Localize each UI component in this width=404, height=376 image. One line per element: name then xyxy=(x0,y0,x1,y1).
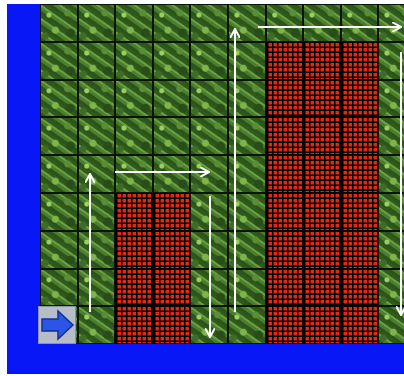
grass-tile xyxy=(40,80,78,118)
wall-tile xyxy=(303,231,341,269)
grass-tile xyxy=(190,117,228,155)
tile-grid xyxy=(40,4,404,344)
grass-tile xyxy=(115,42,153,80)
grass-tile xyxy=(40,4,78,42)
grass-tile xyxy=(78,80,116,118)
grass-tile xyxy=(78,269,116,307)
wall-tile xyxy=(115,193,153,231)
grass-tile xyxy=(78,231,116,269)
grass-tile xyxy=(190,42,228,80)
grass-tile xyxy=(153,42,191,80)
start-marker[interactable] xyxy=(38,306,76,344)
grass-tile xyxy=(78,193,116,231)
grass-tile xyxy=(228,155,266,193)
grass-tile xyxy=(378,193,404,231)
grass-tile xyxy=(303,4,341,42)
grass-tile xyxy=(190,306,228,344)
grass-tile xyxy=(115,4,153,42)
grass-tile xyxy=(378,117,404,155)
grass-tile xyxy=(378,306,404,344)
wall-tile xyxy=(341,269,379,307)
grass-tile xyxy=(378,155,404,193)
grass-tile xyxy=(40,269,78,307)
wall-tile xyxy=(341,306,379,344)
wall-tile xyxy=(341,80,379,118)
wall-tile xyxy=(303,155,341,193)
wall-tile xyxy=(115,306,153,344)
wall-tile xyxy=(115,231,153,269)
board-border-left xyxy=(7,4,40,344)
grass-tile xyxy=(115,117,153,155)
wall-tile xyxy=(303,117,341,155)
grass-tile xyxy=(78,306,116,344)
grass-tile xyxy=(190,269,228,307)
grass-tile xyxy=(190,155,228,193)
wall-tile xyxy=(303,269,341,307)
grass-tile xyxy=(228,269,266,307)
grass-tile xyxy=(378,4,404,42)
grass-tile xyxy=(153,4,191,42)
right-arrow-icon xyxy=(39,307,75,343)
grass-tile xyxy=(378,80,404,118)
wall-tile xyxy=(341,155,379,193)
grass-tile xyxy=(378,269,404,307)
wall-tile xyxy=(303,42,341,80)
grass-tile xyxy=(228,117,266,155)
wall-tile xyxy=(303,193,341,231)
grass-tile xyxy=(153,117,191,155)
grass-tile xyxy=(40,231,78,269)
grass-tile xyxy=(153,155,191,193)
wall-tile xyxy=(266,269,304,307)
board-border-bottom xyxy=(7,344,404,374)
grass-tile xyxy=(78,155,116,193)
wall-tile xyxy=(153,231,191,269)
wall-tile xyxy=(115,269,153,307)
wall-tile xyxy=(303,306,341,344)
wall-tile xyxy=(266,306,304,344)
wall-tile xyxy=(341,231,379,269)
grass-tile xyxy=(190,4,228,42)
grass-tile xyxy=(40,42,78,80)
wall-tile xyxy=(341,42,379,80)
grass-tile xyxy=(341,4,379,42)
grass-tile xyxy=(40,155,78,193)
grass-tile xyxy=(228,306,266,344)
wall-tile xyxy=(266,193,304,231)
wall-tile xyxy=(153,193,191,231)
grass-tile xyxy=(190,193,228,231)
grass-tile xyxy=(40,117,78,155)
grass-tile xyxy=(115,80,153,118)
grass-tile xyxy=(115,155,153,193)
grass-tile xyxy=(78,4,116,42)
wall-tile xyxy=(341,117,379,155)
grass-tile xyxy=(190,231,228,269)
wall-tile xyxy=(153,306,191,344)
grass-tile xyxy=(78,117,116,155)
wall-tile xyxy=(266,231,304,269)
grass-tile xyxy=(228,231,266,269)
wall-tile xyxy=(266,42,304,80)
grass-tile xyxy=(228,80,266,118)
grass-tile xyxy=(266,4,304,42)
wall-tile xyxy=(341,193,379,231)
grass-tile xyxy=(228,4,266,42)
wall-tile xyxy=(266,117,304,155)
wall-tile xyxy=(153,269,191,307)
wall-tile xyxy=(266,155,304,193)
grass-tile xyxy=(78,42,116,80)
grass-tile xyxy=(40,193,78,231)
wall-tile xyxy=(266,80,304,118)
grass-tile xyxy=(378,231,404,269)
grass-tile xyxy=(228,193,266,231)
grass-tile xyxy=(378,42,404,80)
grass-tile xyxy=(153,80,191,118)
grass-tile xyxy=(190,80,228,118)
grass-tile xyxy=(228,42,266,80)
wall-tile xyxy=(303,80,341,118)
